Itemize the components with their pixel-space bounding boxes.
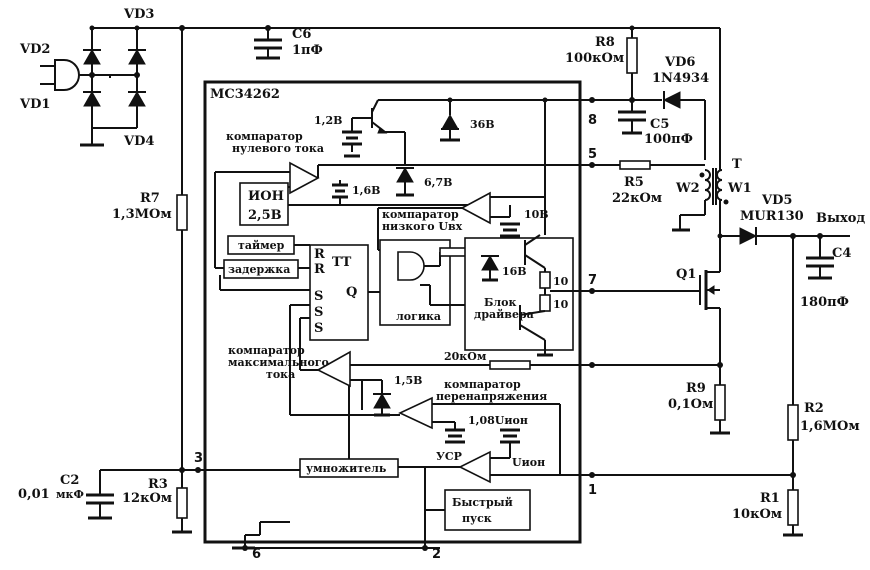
r2-label: R2	[804, 401, 824, 416]
driver-block	[464, 234, 592, 357]
uion-label: Uион	[512, 456, 545, 469]
r10b-label: 10	[553, 298, 569, 311]
c5-label: C5	[650, 117, 669, 132]
comp-max-line2: максимального	[228, 356, 329, 369]
r10a-label: 10	[553, 275, 569, 288]
ic-name: MC34262	[210, 87, 280, 102]
pin-3: 3	[194, 451, 203, 466]
r5-value: 22кОм	[612, 191, 662, 206]
comp-max-line1: компаратор	[228, 344, 305, 357]
vd5-value: MUR130	[740, 209, 804, 224]
c4-value: 180пФ	[800, 295, 849, 310]
c6-label: C6	[292, 27, 311, 42]
driver-line2: драйвера	[474, 308, 534, 321]
delay-label: задержка	[228, 263, 290, 276]
ff-tt: ТТ	[332, 255, 352, 270]
pin-6: 6	[252, 547, 261, 562]
r3-label: R3	[148, 477, 168, 492]
r5-label: R5	[624, 175, 644, 190]
pin-2: 2	[432, 547, 441, 562]
output-label: Выход	[816, 211, 865, 226]
comp-low-line2: низкого Uвх	[382, 220, 463, 233]
labels: VD2 VD1 VD3 VD4 C6 1пФ R7 1,3МОм R8 100к…	[18, 7, 865, 562]
ion-line2: 2,5В	[248, 208, 282, 223]
c2-label: C2	[60, 473, 79, 488]
timer-label: таймер	[238, 239, 285, 252]
v15-label: 1,5В	[394, 374, 422, 387]
w2-label: W2	[675, 181, 700, 196]
c6-value: 1пФ	[292, 43, 323, 58]
error-amplifier	[182, 386, 592, 548]
r8-value: 100кОм	[565, 51, 624, 66]
bridge-rectifier	[40, 25, 182, 147]
r9-value: 0,1Ом	[668, 397, 713, 412]
v16b-label: 16В	[502, 265, 527, 278]
v10-label: 10В	[524, 208, 549, 221]
ff-s-a: S	[314, 289, 323, 304]
ff-s-c: S	[314, 321, 323, 336]
internal-regulator	[342, 97, 592, 235]
logic-label: логика	[396, 310, 441, 323]
c2-value-1: 0,01	[18, 487, 50, 502]
vd5-label: VD5	[761, 193, 792, 208]
comp-zero-line2: нулевого тока	[232, 142, 324, 155]
external-left-bottom	[86, 467, 440, 551]
mult-label: умножитель	[306, 462, 387, 475]
v67-label: 6,7В	[424, 176, 452, 189]
zero-current-comparator	[214, 161, 592, 268]
t-label: T	[732, 157, 742, 172]
vd2-label: VD2	[19, 42, 50, 57]
r9-label: R9	[686, 381, 706, 396]
comp-ov-line1: компаратор	[444, 378, 521, 391]
ion-line1: ИОН	[248, 189, 284, 204]
vd6-label: VD6	[664, 55, 695, 70]
driver-line1: Блок	[484, 296, 516, 309]
pin-1: 1	[588, 483, 597, 498]
ff-s-b: S	[314, 305, 323, 320]
vd1-label: VD1	[19, 97, 50, 112]
r7-label: R7	[140, 191, 160, 206]
w1-label: W1	[727, 181, 752, 196]
r8-label: R8	[595, 35, 615, 50]
max-current-comparator	[316, 350, 592, 417]
pin-7: 7	[588, 273, 597, 288]
r20k-label: 20кОм	[444, 350, 487, 363]
comp-zero-line1: компаратор	[226, 130, 303, 143]
c5-value: 100пФ	[644, 132, 693, 147]
r7-value: 1,3МОм	[112, 207, 172, 222]
fast-line1: Быстрый	[452, 496, 513, 509]
c2-value-2: мкФ	[56, 488, 84, 501]
vd6-value: 1N4934	[652, 71, 709, 86]
c4-label: C4	[832, 246, 851, 261]
v16a-label: 1,6В	[352, 184, 380, 197]
r3-value: 12кОм	[122, 491, 172, 506]
comp-low-line1: компаратор	[382, 208, 459, 221]
ff-r-a: R	[314, 247, 325, 262]
v12-label: 1,2В	[314, 114, 342, 127]
r1-value: 10кОм	[732, 507, 782, 522]
reference-timer-blocks	[215, 182, 310, 291]
q1-label: Q1	[676, 267, 696, 282]
pin-5: 5	[588, 147, 597, 162]
overvoltage-comparator	[398, 396, 561, 475]
v36-label: 36В	[470, 118, 495, 131]
vd3-label: VD3	[123, 7, 154, 22]
ff-r-b: R	[314, 262, 325, 277]
external-right	[589, 25, 850, 537]
v108-label: 1,08Uион	[468, 414, 528, 427]
usr-label: УСР	[436, 450, 462, 463]
ic-outline	[203, 80, 582, 544]
fast-line2: пуск	[462, 512, 492, 525]
r2-value: 1,6МОм	[800, 419, 860, 434]
ff-q: Q	[346, 285, 357, 300]
logic-gate	[378, 239, 525, 326]
comp-max-line3: тока	[266, 368, 295, 381]
comp-ov-line2: перенапряжения	[436, 390, 547, 403]
low-input-comparator	[377, 191, 545, 250]
r1-label: R1	[760, 491, 780, 506]
vd4-label: VD4	[123, 134, 154, 149]
pin-8: 8	[588, 113, 597, 128]
